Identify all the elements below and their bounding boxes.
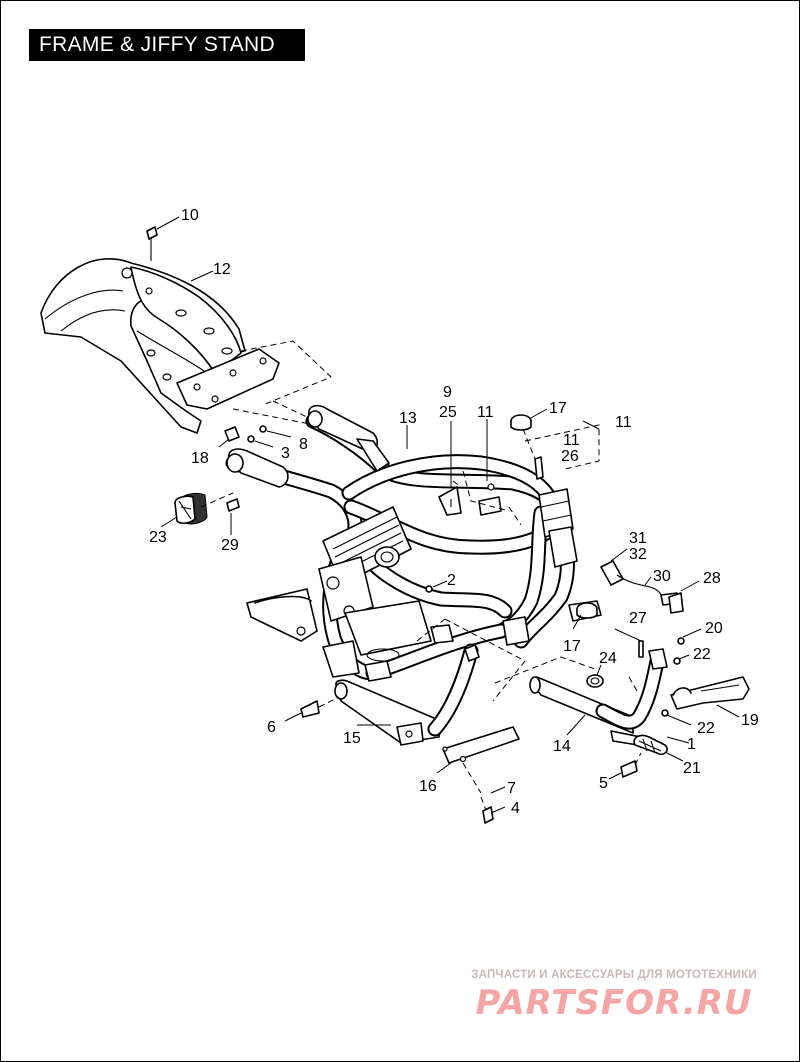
callout-c9: 9	[443, 384, 452, 401]
plate-16	[442, 726, 520, 814]
callout-c30: 30	[653, 568, 671, 585]
callout-c31: 31	[629, 530, 647, 547]
callout-c18: 18	[191, 450, 209, 467]
callout-c5: 5	[599, 775, 608, 792]
plug-17-upper	[510, 408, 548, 431]
callout-c32: 32	[629, 546, 647, 563]
callout-c24: 24	[599, 650, 617, 667]
fasteners-18-3-8	[218, 425, 292, 448]
reflector-23	[160, 492, 234, 528]
screw-28	[668, 580, 700, 614]
callout-c10: 10	[181, 207, 199, 224]
callout-c19: 19	[741, 712, 759, 729]
main-frame	[225, 404, 602, 682]
bolt-7-4	[482, 786, 506, 824]
watermark-logo: PARTSFOR.RU	[475, 983, 753, 1023]
callout-c3: 3	[281, 445, 290, 462]
bolt-6	[284, 696, 340, 722]
callout-c12: 12	[213, 261, 231, 278]
watermark-tagline: ЗАПЧАСТИ И АКСЕССУАРЫ ДЛЯ МОТОТЕХНИКИ	[471, 969, 757, 981]
pin-26	[522, 424, 600, 480]
callout-c29: 29	[221, 537, 239, 554]
callout-c15: 15	[343, 730, 361, 747]
callout-c22b: 22	[697, 720, 715, 737]
callout-c25: 25	[439, 404, 457, 421]
callout-c2: 2	[447, 572, 456, 589]
bushing-24	[586, 674, 604, 688]
callout-c4: 4	[511, 800, 520, 817]
screw-29	[226, 498, 240, 535]
bolt-5	[608, 752, 642, 780]
callout-c28: 28	[703, 570, 721, 587]
plug-17-lower	[572, 602, 598, 630]
callout-c11b: 11	[563, 432, 580, 449]
pin-27	[638, 640, 644, 658]
callout-c23: 23	[149, 529, 167, 546]
callout-c26: 26	[561, 448, 579, 465]
callout-c7: 7	[507, 780, 516, 797]
callout-c16: 16	[419, 778, 437, 795]
screw-2	[425, 580, 448, 593]
callout-c20: 20	[705, 620, 723, 637]
fasteners-20-22	[661, 628, 702, 726]
callout-c27: 27	[629, 610, 647, 627]
jiffy-stand-leg-19	[670, 676, 750, 718]
callout-c8: 8	[299, 436, 308, 453]
callout-c14: 14	[553, 738, 571, 755]
callout-c17b: 17	[563, 638, 581, 655]
callout-c13: 13	[399, 410, 417, 427]
rear-fender-support	[40, 258, 342, 434]
callout-c11c: 11	[615, 414, 632, 431]
callout-c17a: 17	[549, 400, 567, 417]
watermark: ЗАПЧАСТИ И АКСЕССУАРЫ ДЛЯ МОТОТЕХНИКИ PA…	[449, 969, 779, 1023]
callout-c6: 6	[267, 719, 276, 736]
jiffy-stand	[494, 648, 668, 748]
callout-c22a: 22	[693, 646, 711, 663]
callout-c11a: 11	[477, 404, 494, 421]
jiffy-stand-bracket-15	[334, 618, 526, 746]
page-title: FRAME & JIFFY STAND	[29, 29, 305, 61]
spring-21	[633, 734, 684, 762]
callout-c21: 21	[683, 760, 701, 777]
callout-c1: 1	[687, 736, 696, 753]
screw-10	[146, 216, 180, 261]
